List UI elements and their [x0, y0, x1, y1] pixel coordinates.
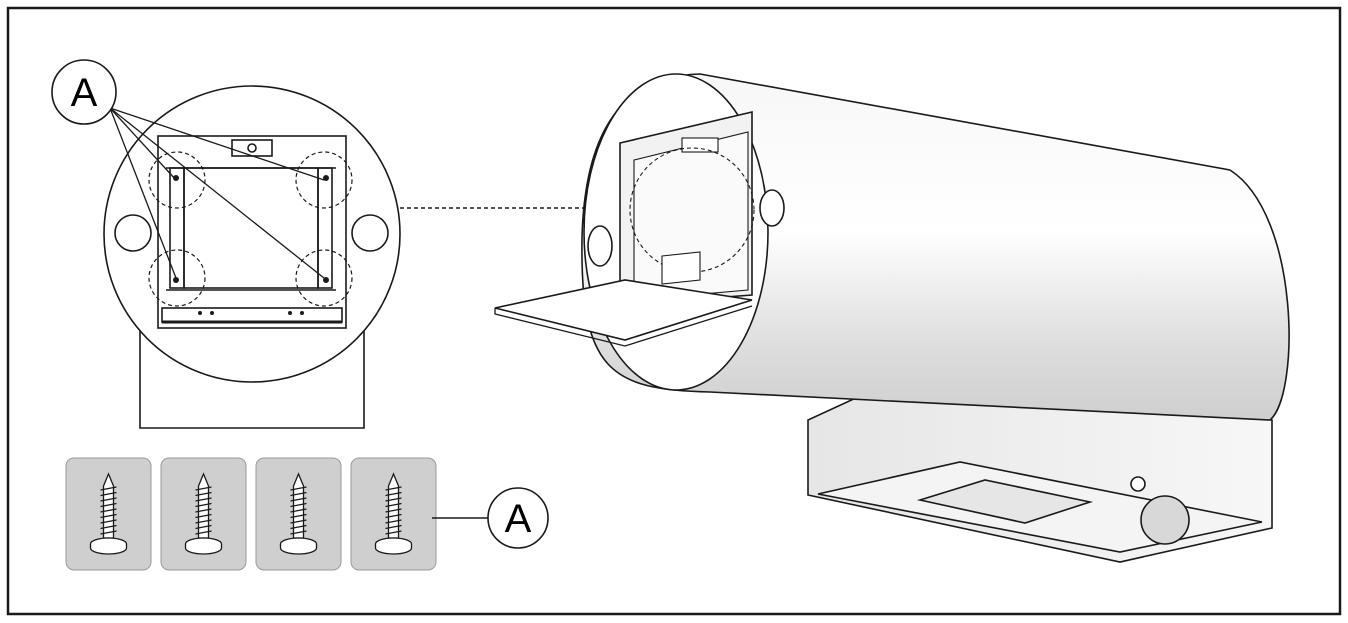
screw-head-base	[279, 544, 318, 555]
screw-thread	[290, 491, 307, 497]
screw-head-base	[89, 544, 128, 555]
callout-a-screws-label: A	[505, 497, 532, 541]
screw-thread	[385, 519, 402, 524]
hood-flap-edge	[494, 305, 753, 347]
screw-thread	[195, 497, 212, 502]
screw-thread	[195, 513, 212, 519]
callout-a-screws-circle	[487, 487, 549, 549]
hood-top-bracket	[681, 137, 719, 153]
screw-thread	[290, 524, 307, 530]
detail-screw-positions	[148, 151, 353, 307]
screw-thread	[290, 519, 307, 524]
screw-thread	[290, 486, 307, 491]
screws-row	[65, 457, 437, 571]
screw-tile	[255, 457, 342, 571]
diagram-border	[6, 6, 1342, 616]
screw-thread	[100, 497, 117, 502]
screw-thread	[385, 524, 402, 530]
callout-a-screws: A	[432, 487, 549, 549]
screw-tile	[160, 457, 247, 571]
screw-thread	[100, 508, 117, 513]
hood-view	[494, 73, 1290, 563]
screw-thread	[195, 486, 212, 491]
hood-lower-box-cable	[1130, 476, 1146, 492]
hood-flap	[494, 279, 753, 341]
screw-position-bottom-left	[148, 249, 206, 307]
callout-a-top-label: A	[71, 71, 98, 115]
screw-thread	[100, 530, 117, 535]
screw-head-base	[184, 544, 223, 555]
screw-thread	[195, 530, 212, 535]
screw-tile	[65, 457, 152, 571]
screw-thread	[290, 497, 307, 502]
screw-thread	[385, 497, 402, 502]
screw-thread	[100, 486, 117, 491]
screw-thread	[385, 530, 402, 535]
screw-thread	[100, 513, 117, 519]
screw-position-top-right	[295, 151, 353, 209]
hood-dashed-circle	[629, 147, 755, 273]
hood-right-hole	[759, 189, 785, 227]
screw-thread	[195, 524, 212, 530]
detail-top-bracket-screw	[247, 143, 257, 153]
screw-thread	[290, 530, 307, 535]
screw-thread	[385, 491, 402, 497]
screw-thread	[290, 502, 307, 508]
hood-lower-box-opening	[916, 479, 1094, 524]
detail-view	[103, 85, 401, 429]
screw-thread	[385, 486, 402, 491]
detail-right-hole	[351, 214, 389, 252]
detail-left-hole	[114, 214, 152, 252]
callout-a-top-leaders	[109, 107, 325, 279]
callout-a-top-circle	[51, 59, 117, 125]
screw-position-bottom-right	[295, 249, 353, 307]
screw-tile	[350, 457, 437, 571]
screw-thread	[195, 508, 212, 513]
screw-thread	[100, 524, 117, 530]
screw-thread	[100, 502, 117, 508]
screw-thread	[100, 519, 117, 524]
screw-thread	[195, 491, 212, 497]
screw-thread	[290, 513, 307, 519]
detail-screw-dots	[173, 175, 329, 315]
hood-inner-bracket	[661, 251, 701, 285]
screw-thread	[385, 508, 402, 513]
screw-thread	[100, 491, 117, 497]
screw-thread	[385, 502, 402, 508]
screw-head-base	[374, 544, 413, 555]
hood-lower-box-fan	[1140, 495, 1190, 545]
screw-thread	[195, 502, 212, 508]
hood-left-hole	[587, 225, 613, 267]
screw-thread	[290, 508, 307, 513]
screw-position-top-left	[148, 151, 206, 209]
screw-thread	[195, 519, 212, 524]
callout-a-top: A	[51, 59, 325, 279]
screw-thread	[385, 513, 402, 519]
detail-top-bracket	[231, 139, 273, 157]
